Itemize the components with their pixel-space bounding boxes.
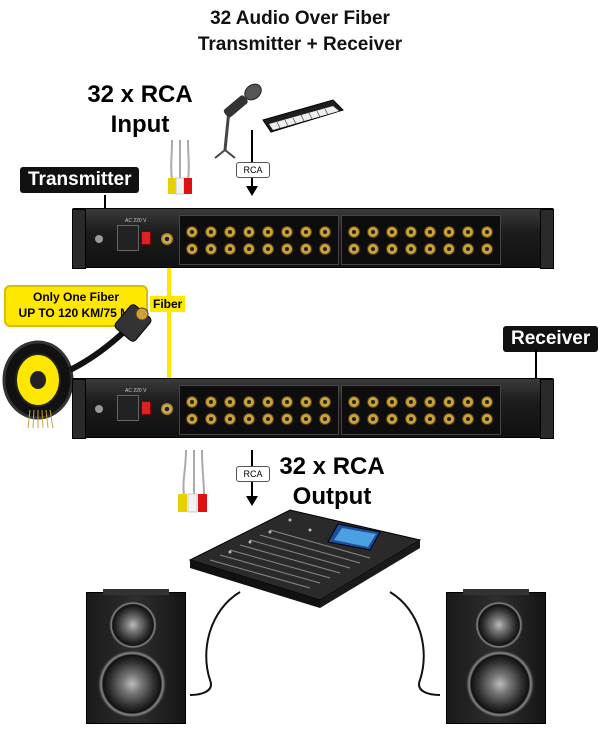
transmitter-panel-1	[179, 215, 339, 265]
fiber-note-box: Only One Fiber UP TO 120 KM/75 MI	[4, 285, 148, 327]
receiver-fiber-port[interactable]	[161, 403, 173, 415]
left-speaker-woofer	[97, 651, 167, 717]
rca-input-arrow-line	[251, 130, 253, 190]
fiber-label: Fiber	[150, 296, 186, 312]
transmitter-panel-1-connectors[interactable]	[180, 216, 338, 264]
receiver-ear-right	[540, 379, 554, 439]
left-speaker-icon	[86, 589, 186, 724]
receiver-panel-2-connectors[interactable]	[342, 386, 500, 434]
fiber-note-line-2: UP TO 120 KM/75 MI	[18, 306, 134, 320]
input-heading-line-1: 32 x RCA	[87, 81, 193, 108]
receiver-ground-screw	[95, 405, 103, 413]
transmitter-label: Transmitter	[20, 167, 140, 193]
receiver-ear-left	[72, 379, 86, 439]
rca-cable-input-icon	[168, 140, 192, 195]
receiver-panel-1	[179, 385, 339, 435]
transmitter-panel-2	[341, 215, 501, 265]
title-line-1: 32 Audio Over Fiber	[210, 8, 390, 29]
transmitter-ground-screw	[95, 235, 103, 243]
speaker-cables	[189, 591, 440, 696]
microphone-icon	[214, 83, 262, 159]
microphone-keyboard-icon	[214, 83, 344, 159]
rca-cable-output-icon	[178, 450, 207, 513]
right-speaker-woofer	[465, 651, 535, 717]
receiver-power-label: AC 220 V	[125, 388, 147, 394]
receiver-unit: AC 220 V	[72, 378, 554, 439]
output-heading-line-1: 32 x RCA	[279, 453, 385, 480]
input-heading-line-2: Input	[110, 111, 170, 138]
title-line-2: Transmitter + Receiver	[197, 34, 403, 55]
right-speaker-tweeter	[475, 601, 523, 649]
left-speaker-tweeter	[109, 601, 157, 649]
right-speaker-top	[463, 589, 529, 595]
mixing-console-icon	[188, 509, 422, 608]
fiber-note-line-1: Only One Fiber	[32, 290, 119, 304]
receiver-label: Receiver	[503, 326, 599, 352]
rca-input-arrowhead	[246, 186, 258, 196]
transmitter-panel-2-connectors[interactable]	[342, 216, 500, 264]
right-speaker-icon	[446, 589, 546, 724]
receiver-power-socket[interactable]	[117, 395, 139, 421]
rca-input-badge: RCA	[236, 162, 270, 178]
keyboard-icon	[262, 99, 344, 133]
receiver-panel-2	[341, 385, 501, 435]
left-speaker-top	[103, 589, 169, 595]
transmitter-unit: AC 220 V	[72, 208, 554, 269]
transmitter-ear-left	[72, 209, 86, 269]
fiber-line	[167, 262, 171, 382]
transmitter-fiber-port[interactable]	[161, 233, 173, 245]
output-heading-line-2: Output	[292, 483, 372, 510]
rca-output-badge: RCA	[236, 466, 270, 482]
transmitter-power-switch[interactable]	[141, 231, 151, 245]
rca-output-arrowhead	[246, 496, 258, 506]
receiver-pointer	[535, 350, 537, 380]
transmitter-power-socket[interactable]	[117, 225, 139, 251]
transmitter-power-label: AC 220 V	[125, 218, 147, 224]
receiver-power-switch[interactable]	[141, 401, 151, 415]
receiver-panel-1-connectors[interactable]	[180, 386, 338, 434]
transmitter-pointer	[104, 195, 106, 211]
transmitter-ear-right	[540, 209, 554, 269]
